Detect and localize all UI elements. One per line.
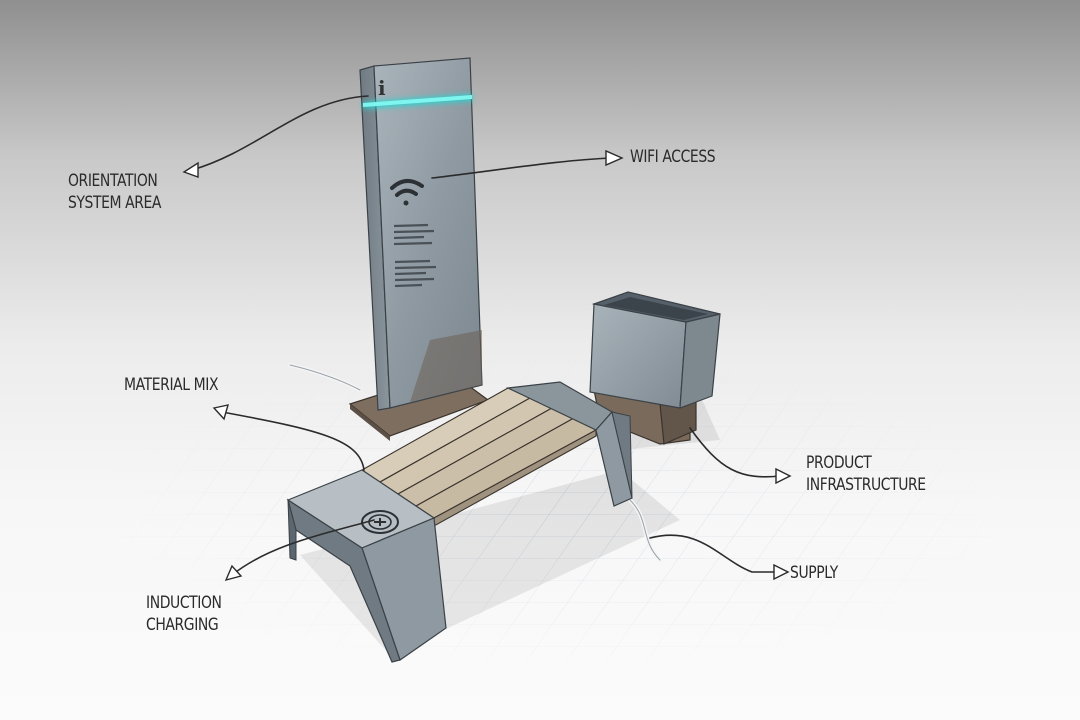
supply-label: SUPPLY bbox=[790, 563, 838, 583]
induction-charging-label: INDUCTION CHARGING bbox=[146, 592, 222, 636]
induction-label-line1: INDUCTION bbox=[146, 593, 222, 613]
arrow-heads bbox=[182, 149, 792, 582]
info-icon: i bbox=[378, 76, 386, 100]
orientation-label-line1: ORIENTATION bbox=[68, 171, 158, 191]
annotation-arrows bbox=[191, 95, 781, 576]
orientation-label: ORIENTATION SYSTEM AREA bbox=[68, 170, 161, 214]
product-label-line2: INFRASTRUCTURE bbox=[806, 475, 926, 495]
product-infrastructure-label: PRODUCT INFRASTRUCTURE bbox=[806, 452, 926, 496]
bench bbox=[286, 381, 633, 663]
sign-text-lines bbox=[393, 223, 437, 288]
induction-label-line2: CHARGING bbox=[146, 615, 219, 635]
wifi-icon bbox=[390, 179, 424, 206]
wooden-seat bbox=[360, 387, 598, 527]
waste-bin bbox=[589, 291, 721, 445]
orientation-label-line2: SYSTEM AREA bbox=[68, 193, 162, 213]
wifi-label: WIFI ACCESS bbox=[630, 147, 716, 167]
material-mix-label: MATERIAL MIX bbox=[124, 375, 219, 395]
product-label-line1: PRODUCT bbox=[806, 453, 872, 473]
led-light-strip bbox=[363, 94, 473, 109]
orientation-totem: i bbox=[359, 57, 483, 411]
